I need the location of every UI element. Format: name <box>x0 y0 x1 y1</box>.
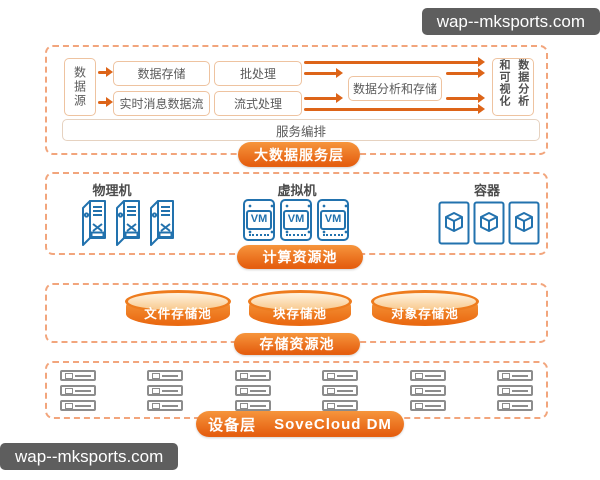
rack-server-icon <box>147 370 184 381</box>
rack-server-stack <box>60 370 96 415</box>
container-icon <box>508 201 540 245</box>
vm-icon: VM <box>317 199 349 241</box>
physical-server-icon <box>150 200 174 246</box>
stream-processing-box: 流式处理 <box>214 91 302 116</box>
file-storage-pool-label: 文件存储池 <box>144 307 212 321</box>
arrow-stream-to-visualization <box>304 104 485 113</box>
realtime-message-stream-box: 实时消息数据流 <box>113 91 210 116</box>
block-storage-pool-cylinder: 块存储池 <box>248 290 352 326</box>
rack-server-icon <box>147 385 184 396</box>
arrow-stream-to-analysis <box>304 93 343 102</box>
rack-server-stack <box>147 370 184 415</box>
rack-server-stack <box>496 370 533 415</box>
object-storage-pool-label: 对象存储池 <box>391 307 459 321</box>
batch-processing-box: 批处理 <box>214 61 302 86</box>
rack-server-icon <box>234 370 271 381</box>
file-storage-pool-cylinder: 文件存储池 <box>125 290 231 326</box>
vm-icon-text: VM <box>319 210 347 230</box>
visualization-text: 和可视化 <box>498 59 510 107</box>
data-source-box: 数据源 <box>64 58 96 116</box>
watermark-top: wap--mksports.com <box>421 8 600 36</box>
rack-server-groups <box>60 370 533 415</box>
compute-layer-pill: 计算资源池 <box>237 245 363 269</box>
rack-server-icon <box>496 385 533 396</box>
rack-server-icon <box>496 400 533 411</box>
device-layer-label: 设备层 <box>208 416 257 434</box>
rack-server-icon <box>60 370 96 381</box>
rack-server-icon <box>322 400 359 411</box>
container-icon <box>473 201 505 245</box>
vm-icon-text: VM <box>245 210 273 230</box>
block-storage-pool-label: 块存储池 <box>272 307 327 321</box>
physical-server-icon <box>82 200 106 246</box>
rack-server-icon <box>147 400 184 411</box>
rack-server-icon <box>234 400 271 411</box>
arrow-source-to-storage <box>98 67 113 76</box>
rack-server-stack <box>409 370 446 415</box>
analysis-and-storage-box: 数据分析和存储 <box>348 76 442 101</box>
arrow-batch-to-visualization <box>304 57 485 66</box>
rack-server-icon <box>322 370 359 381</box>
container-icon <box>438 201 470 245</box>
bigdata-layer-pill: 大数据服务层 <box>238 142 360 167</box>
rack-server-icon <box>409 370 446 381</box>
vm-icon-text: VM <box>282 210 310 230</box>
rack-server-icon <box>60 400 96 411</box>
virtual-machine-label: 虚拟机 <box>277 183 317 198</box>
rack-server-icon <box>60 385 96 396</box>
analysis-visualization-text: 数据分析和可视化 <box>494 59 531 115</box>
watermark-bottom: wap--mksports.com <box>0 443 179 471</box>
arrow-analysis-to-visualization-top <box>446 68 485 77</box>
vm-icon: VM <box>243 199 275 241</box>
object-storage-pool-cylinder: 对象存储池 <box>371 290 479 326</box>
data-storage-box: 数据存储 <box>113 61 210 86</box>
service-orchestration-bar: 服务编排 <box>62 119 540 141</box>
analysis-text: 数据分析 <box>516 59 529 107</box>
rack-server-icon <box>322 385 359 396</box>
device-layer-pill: 设备层 SoveCloud DM <box>196 411 404 437</box>
arrow-analysis-to-visualization-bottom <box>446 93 485 102</box>
arrow-batch-to-analysis <box>304 68 343 77</box>
arrow-source-to-realtime <box>98 97 113 106</box>
container-label: 容器 <box>473 183 500 198</box>
storage-layer-pill: 存储资源池 <box>234 333 360 355</box>
physical-machine-label: 物理机 <box>92 183 132 198</box>
vm-icon: VM <box>280 199 312 241</box>
analysis-visualization-box: 数据分析和可视化 <box>492 58 534 116</box>
rack-server-icon <box>409 400 446 411</box>
rack-server-icon <box>496 370 533 381</box>
device-layer-section <box>45 361 548 419</box>
physical-server-icon <box>116 200 140 246</box>
rack-server-stack <box>322 370 359 415</box>
rack-server-stack <box>234 370 271 415</box>
rack-server-icon <box>409 385 446 396</box>
product-name-label: SoveCloud DM <box>274 415 392 433</box>
rack-server-icon <box>234 385 271 396</box>
